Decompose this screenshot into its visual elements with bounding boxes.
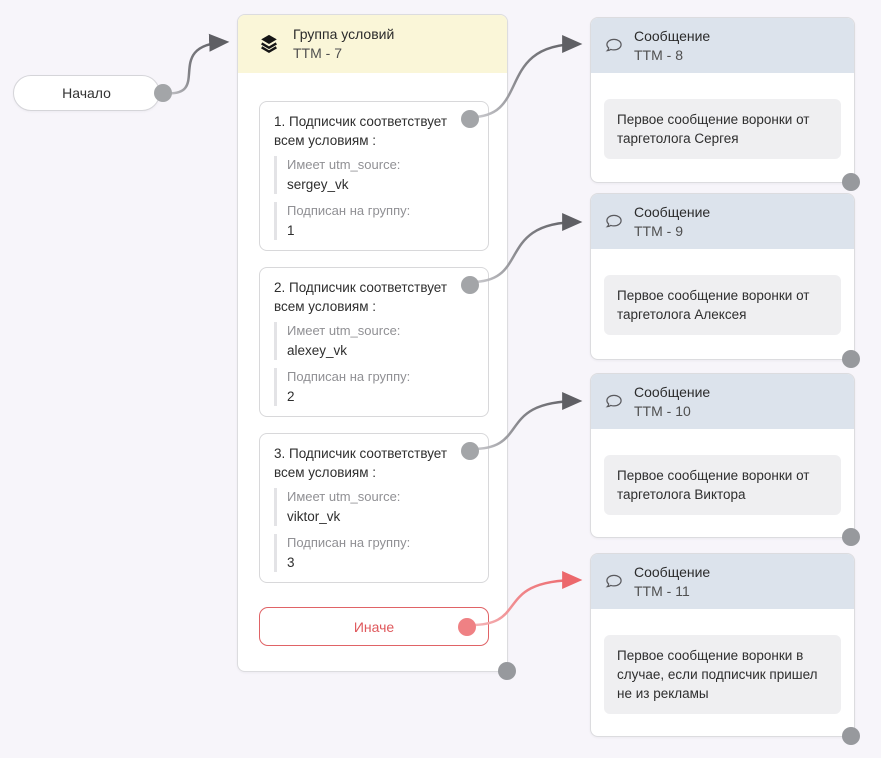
condition-title: 1. Подписчик соответствует всем условиям… <box>274 114 448 148</box>
connector-start-to-group[interactable] <box>162 33 230 95</box>
condition-group-header[interactable]: Группа условий ТТМ - 7 <box>238 15 507 73</box>
condition-rule: Подписан на группу: 2 <box>274 368 474 406</box>
message-node-header[interactable]: Сообщение ТТМ - 11 <box>591 554 854 609</box>
message-node-ttm11[interactable]: Сообщение ТТМ - 11 Первое сообщение воро… <box>590 553 860 745</box>
message-subtitle: ТТМ - 11 <box>634 582 690 599</box>
message-body: Первое сообщение воронки от таргетолога … <box>604 99 841 159</box>
message-title: Сообщение <box>634 203 711 220</box>
condition-rule: Имеет utm_source: sergey_vk <box>274 156 474 194</box>
message-title: Сообщение <box>634 563 711 580</box>
message-node-ttm9[interactable]: Сообщение ТТМ - 9 Первое сообщение ворон… <box>590 193 860 368</box>
condition-rule-label: Имеет utm_source: <box>287 323 401 338</box>
condition-rule-value: alexey_vk <box>287 343 348 358</box>
condition-group-node[interactable]: Группа условий ТТМ - 7 1. Подписчик соот… <box>237 14 516 680</box>
layers-icon <box>258 33 280 55</box>
message-subtitle: ТТМ - 10 <box>634 402 691 419</box>
message-node-ttm10[interactable]: Сообщение ТТМ - 10 Первое сообщение воро… <box>590 373 860 546</box>
else-label: Иначе <box>353 618 395 635</box>
start-node[interactable]: Начало <box>13 75 160 111</box>
condition-block-1[interactable]: 1. Подписчик соответствует всем условиям… <box>259 101 489 251</box>
start-node-label: Начало <box>62 85 111 101</box>
condition-rule: Имеет utm_source: viktor_vk <box>274 488 474 526</box>
message-node-header[interactable]: Сообщение ТТМ - 9 <box>591 194 854 249</box>
message-output-port[interactable] <box>842 350 860 368</box>
condition1-output-port[interactable] <box>461 110 479 128</box>
message-node-ttm8[interactable]: Сообщение ТТМ - 8 Первое сообщение ворон… <box>590 17 860 191</box>
condition-rule-value: 3 <box>287 555 295 570</box>
message-node-header[interactable]: Сообщение ТТМ - 10 <box>591 374 854 429</box>
condition-block-2[interactable]: 2. Подписчик соответствует всем условиям… <box>259 267 489 417</box>
message-output-port[interactable] <box>842 528 860 546</box>
message-subtitle: ТТМ - 9 <box>634 222 683 239</box>
message-body: Первое сообщение воронки в случае, если … <box>604 635 841 714</box>
condition-rule-label: Подписан на группу: <box>287 535 411 550</box>
message-node-header[interactable]: Сообщение ТТМ - 8 <box>591 18 854 73</box>
condition-rule-label: Подписан на группу: <box>287 203 411 218</box>
condition-group-subtitle: ТТМ - 7 <box>293 45 342 61</box>
condition-rule-value: viktor_vk <box>287 509 341 524</box>
start-output-port[interactable] <box>154 84 172 102</box>
condition-rule-label: Подписан на группу: <box>287 369 411 384</box>
message-output-port[interactable] <box>842 727 860 745</box>
message-title: Сообщение <box>634 27 711 44</box>
condition-title: 3. Подписчик соответствует всем условиям… <box>274 446 448 480</box>
condition-title: 2. Подписчик соответствует всем условиям… <box>274 280 448 314</box>
condition-block-3[interactable]: 3. Подписчик соответствует всем условиям… <box>259 433 489 583</box>
condition-rule-value: 1 <box>287 223 295 238</box>
message-output-port[interactable] <box>842 173 860 191</box>
message-title: Сообщение <box>634 383 711 400</box>
message-body: Первое сообщение воронки от таргетолога … <box>604 275 841 335</box>
condition-rule: Имеет utm_source: alexey_vk <box>274 322 474 360</box>
speech-bubble-icon <box>604 212 624 232</box>
message-body: Первое сообщение воронки от таргетолога … <box>604 455 841 515</box>
else-output-port[interactable] <box>458 618 476 636</box>
speech-bubble-icon <box>604 572 624 592</box>
condition3-output-port[interactable] <box>461 442 479 460</box>
condition-rule-value: 2 <box>287 389 295 404</box>
message-subtitle: ТТМ - 8 <box>634 46 683 63</box>
condition-group-title: Группа условий <box>293 26 395 42</box>
condition-rule-label: Имеет utm_source: <box>287 157 401 172</box>
speech-bubble-icon <box>604 36 624 56</box>
group-output-port[interactable] <box>498 662 516 680</box>
condition-rule-label: Имеет utm_source: <box>287 489 401 504</box>
condition-rule: Подписан на группу: 1 <box>274 202 474 240</box>
speech-bubble-icon <box>604 392 624 412</box>
condition-rule-value: sergey_vk <box>287 177 349 192</box>
else-button[interactable]: Иначе <box>259 607 489 646</box>
condition2-output-port[interactable] <box>461 276 479 294</box>
condition-rule: Подписан на группу: 3 <box>274 534 474 572</box>
